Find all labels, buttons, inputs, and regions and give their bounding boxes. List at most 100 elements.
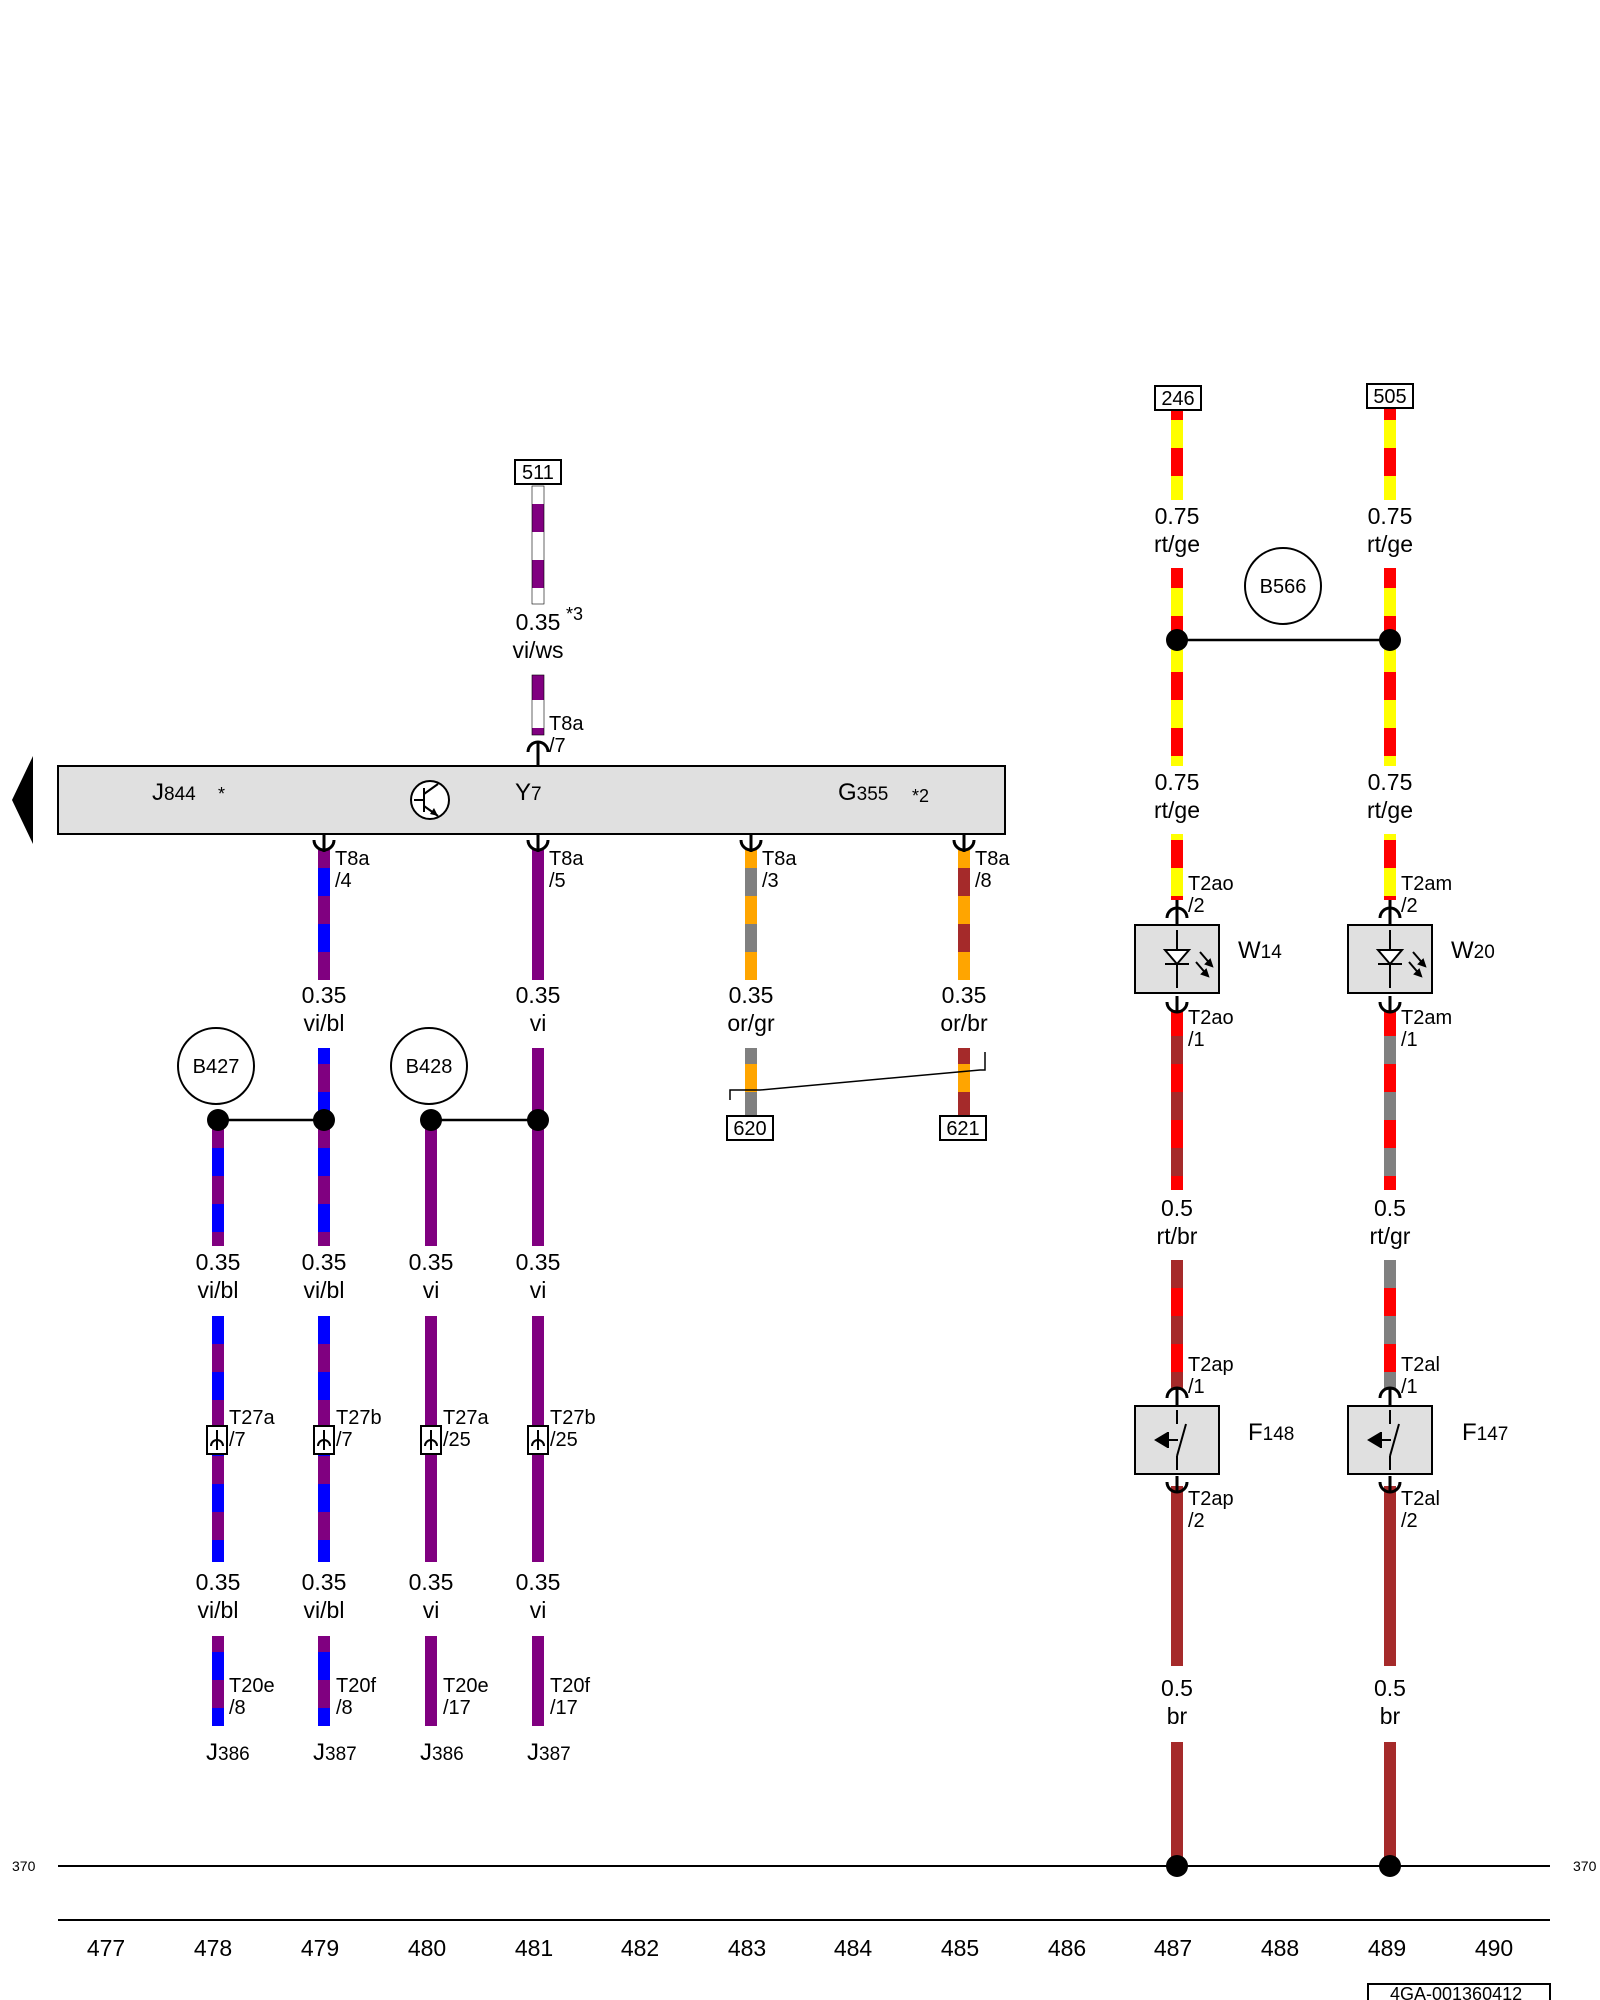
pin-t20f17-name: T20f: [550, 1675, 590, 1697]
pin-t8a8-icon: [952, 834, 976, 852]
switch-icon: [1367, 1410, 1400, 1470]
column-489: 489: [1368, 1935, 1406, 1961]
component-f148: F148: [1134, 1405, 1294, 1475]
inline-connector-t27b7-icon: [313, 1425, 335, 1455]
y7-sub: 7: [531, 784, 542, 805]
pin-t2ap2-no: /2: [1188, 1510, 1205, 1532]
column-481: 481: [515, 1935, 553, 1961]
wire-481-mid: [532, 1048, 544, 1246]
svg-text:J844: J844: [152, 779, 196, 806]
wire-505-rtge: [1384, 408, 1396, 500]
svg-text:J386: J386: [206, 1739, 250, 1766]
wire-621-orbr: [958, 1048, 970, 1118]
w478c-color: vi/bl: [198, 1597, 239, 1623]
w485a-gauge: 0.35: [942, 982, 987, 1008]
pin-t8a3-icon: [739, 834, 763, 852]
pin-t2am1-icon: [1378, 996, 1402, 1014]
pin-t8a7-name: T8a: [549, 713, 584, 735]
pin-t8a3-name: T8a: [762, 848, 797, 870]
w487b-gauge: 0.75: [1155, 769, 1200, 795]
pin-t2ao2-icon: [1165, 900, 1189, 924]
wire-487-br-gnd: [1171, 1742, 1183, 1866]
column-484: 484: [834, 1935, 873, 1961]
wire-t8a3-orgr: [745, 850, 757, 980]
svg-text:F147: F147: [1462, 1419, 1508, 1446]
w489d-gauge: 0.5: [1374, 1675, 1406, 1701]
f147-name: F: [1462, 1419, 1477, 1446]
pin-t27a7-no: /7: [229, 1429, 246, 1451]
wire-t8a8-orbr: [958, 850, 970, 980]
ref-505: 505: [1373, 386, 1406, 408]
ground-label-left: 370: [12, 1858, 36, 1874]
splice-dot-489: [1379, 629, 1401, 651]
w487a-color: rt/ge: [1154, 531, 1200, 557]
column-490: 490: [1475, 1935, 1513, 1961]
pin-t27b25-name: T27b: [550, 1407, 596, 1429]
pin-t2al1-no: /1: [1401, 1376, 1418, 1398]
w487c-gauge: 0.5: [1161, 1195, 1193, 1221]
w483a-color: or/gr: [727, 1010, 775, 1036]
j386b-name: J: [420, 1739, 432, 1766]
w480c-color: vi: [423, 1597, 440, 1623]
w14-name: W: [1238, 937, 1261, 964]
module-j844: J844 * Y7 G355 *2: [12, 756, 1006, 844]
pin-t20f17-no: /17: [550, 1697, 578, 1719]
w487d-gauge: 0.5: [1161, 1675, 1193, 1701]
pin-t2ao1-name: T2ao: [1188, 1007, 1234, 1029]
w480b-color: vi: [423, 1277, 440, 1303]
transistor-icon: [410, 780, 450, 820]
w483a-gauge: 0.35: [729, 982, 774, 1008]
switch-icon: [1154, 1410, 1187, 1470]
pin-t2ao1-icon: [1165, 996, 1189, 1014]
w480c-gauge: 0.35: [409, 1569, 454, 1595]
j386b-sub: 386: [432, 1744, 464, 1765]
column-482: 482: [621, 1935, 659, 1961]
pin-t8a4-icon: [312, 834, 336, 852]
wire-489-b566: [1384, 568, 1396, 766]
j387b-sub: 387: [539, 1744, 571, 1765]
wire-478-end: [212, 1636, 224, 1726]
wire-489-br-gnd: [1384, 1742, 1396, 1866]
wire-489-rtgr-2: [1384, 1260, 1396, 1390]
bottom-components: J386 J387 J386 J387: [206, 1739, 571, 1766]
b428-circle: [390, 1027, 468, 1105]
connector-pins: [312, 740, 1402, 1494]
reference-boxes: 511 246 505 620 621: [514, 383, 1414, 1141]
splice-dot-480: [420, 1109, 442, 1131]
svg-text:F148: F148: [1248, 1419, 1294, 1446]
ref-621-box: [939, 1115, 987, 1141]
pin-t8a8-no: /8: [975, 870, 992, 892]
w481a-gauge: 0.35: [516, 982, 561, 1008]
wire-480-mid: [425, 1120, 437, 1246]
pin-t27a7-name: T27a: [229, 1407, 275, 1429]
pin-t8a4-name: T8a: [335, 848, 370, 870]
pin-t8a7-icon: [526, 740, 550, 766]
top-wire-note: *3: [566, 604, 583, 624]
wire-487-br: [1171, 1486, 1183, 1666]
wire-t8a7-viws: [531, 674, 545, 736]
b428-label: B428: [406, 1056, 453, 1078]
wire-487-t2ao2: [1171, 834, 1183, 900]
wire-511-viws: [531, 485, 545, 605]
pin-t8a8-name: T8a: [975, 848, 1010, 870]
column-480: 480: [408, 1935, 446, 1961]
w478c-gauge: 0.35: [196, 1569, 241, 1595]
pin-t20e8-no: /8: [229, 1697, 246, 1719]
splice-circles: B566 B427 B428: [177, 547, 1322, 1105]
module-j844-box: [57, 765, 1006, 835]
w480b-gauge: 0.35: [409, 1249, 454, 1275]
pin-t8a7-no: /7: [549, 735, 566, 757]
top-wire-color: vi/ws: [512, 637, 563, 663]
pin-t2ap1-no: /1: [1188, 1376, 1205, 1398]
g355-sub: 355: [857, 784, 889, 805]
link-620-621: [729, 1052, 986, 1100]
inline-connector-t27a25-icon: [420, 1425, 442, 1455]
w481c-color: vi: [530, 1597, 547, 1623]
wire-487-rtbr-2: [1171, 1260, 1183, 1390]
inline-connector-t27b25-icon: [527, 1425, 549, 1455]
w20-sub: 20: [1474, 942, 1495, 963]
pin-t2am2-name: T2am: [1401, 873, 1452, 895]
column-scale: 477 478 479 480 481 482 483 484 485 486 …: [58, 1919, 1550, 1961]
wire-489-t2am2: [1384, 834, 1396, 900]
pin-t27a25-name: T27a: [443, 1407, 489, 1429]
